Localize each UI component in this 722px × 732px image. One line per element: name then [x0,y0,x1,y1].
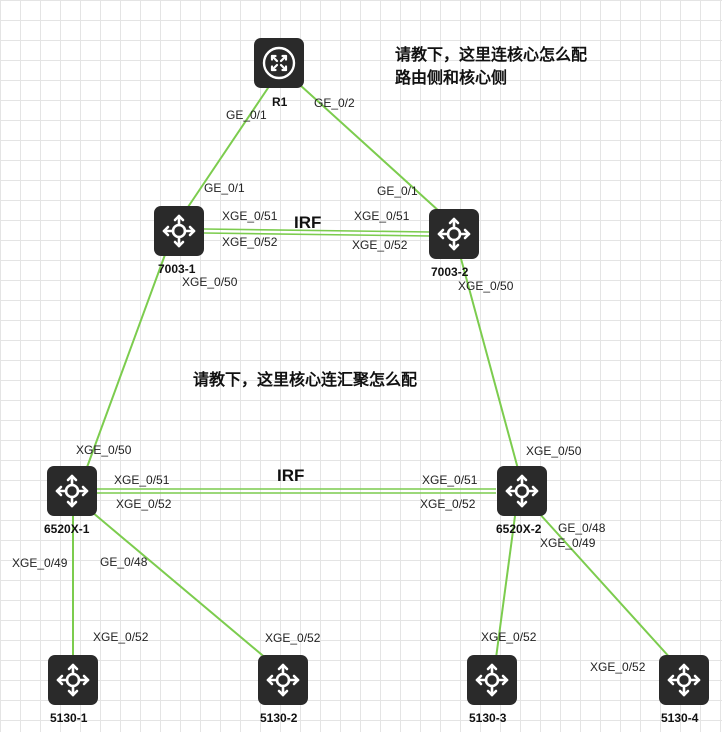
link-7003-2-6520x-2 [459,254,519,470]
switch-icon[interactable] [467,655,517,705]
port-label: XGE_0/51 [354,209,410,223]
irf-link-core-a [203,228,431,233]
switch-icon[interactable] [429,209,479,259]
port-label: XGE_0/52 [481,630,537,644]
port-label: XGE_0/52 [420,497,476,511]
link-6520x-2-5130-3 [495,515,516,659]
link-r1-7003-2 [299,84,441,213]
question-line: 路由侧和核心侧 [395,68,508,87]
device-label-5130-1: 5130-1 [50,711,88,725]
irf-label-aggregation: IRF [277,466,304,485]
port-label: XGE_0/52 [222,235,278,249]
question-router-side: 请教下，这里连核心怎么配 路由侧和核心侧 [395,43,587,89]
port-label: GE_0/1 [377,184,418,198]
device-label-5130-4: 5130-4 [661,711,699,725]
port-label: XGE_0/49 [540,536,596,550]
port-label: XGE_0/50 [182,275,238,289]
port-label: XGE_0/51 [114,473,170,487]
device-label-7003-2: 7003-2 [431,265,469,279]
port-label: XGE_0/52 [93,630,149,644]
port-label: XGE_0/52 [590,660,646,674]
switch-icon[interactable] [258,655,308,705]
question-line: 请教下，这里连核心怎么配 [395,45,588,64]
port-label: XGE_0/50 [458,279,514,293]
port-label: XGE_0/52 [116,497,172,511]
irf-link-core-b [203,232,431,237]
device-label-7003-1: 7003-1 [158,262,196,276]
port-label: XGE_0/52 [352,238,408,252]
link-6520x-2-5130-4 [537,511,673,661]
switch-icon[interactable] [154,206,204,256]
router-icon[interactable] [254,38,304,88]
link-r1-7003-1 [185,84,271,211]
device-label-6520x-2: 6520X-2 [496,522,542,536]
device-label-6520x-1: 6520X-1 [44,522,90,536]
port-label: XGE_0/49 [12,556,68,570]
device-label-5130-2: 5130-2 [260,711,298,725]
port-label: XGE_0/50 [526,444,582,458]
port-label: XGE_0/51 [222,209,278,223]
port-label: GE_0/1 [204,181,245,195]
question-core-side: 请教下，这里核心连汇聚怎么配 [193,370,418,389]
port-label: GE_0/1 [226,108,267,122]
port-label: XGE_0/50 [76,443,132,457]
port-label: GE_0/48 [100,555,148,569]
switch-icon[interactable] [48,655,98,705]
device-label-r1: R1 [272,95,288,109]
port-label: XGE_0/52 [265,631,321,645]
switch-icon[interactable] [47,466,97,516]
link-7003-1-6520x-1 [85,251,167,471]
switch-icon[interactable] [497,466,547,516]
switch-icon[interactable] [659,655,709,705]
port-label: GE_0/2 [314,96,355,110]
port-label: XGE_0/51 [422,473,478,487]
link-6520x-1-5130-2 [91,511,269,661]
port-label: GE_0/48 [558,521,606,535]
device-label-5130-3: 5130-3 [469,711,507,725]
irf-label-core: IRF [294,213,321,232]
